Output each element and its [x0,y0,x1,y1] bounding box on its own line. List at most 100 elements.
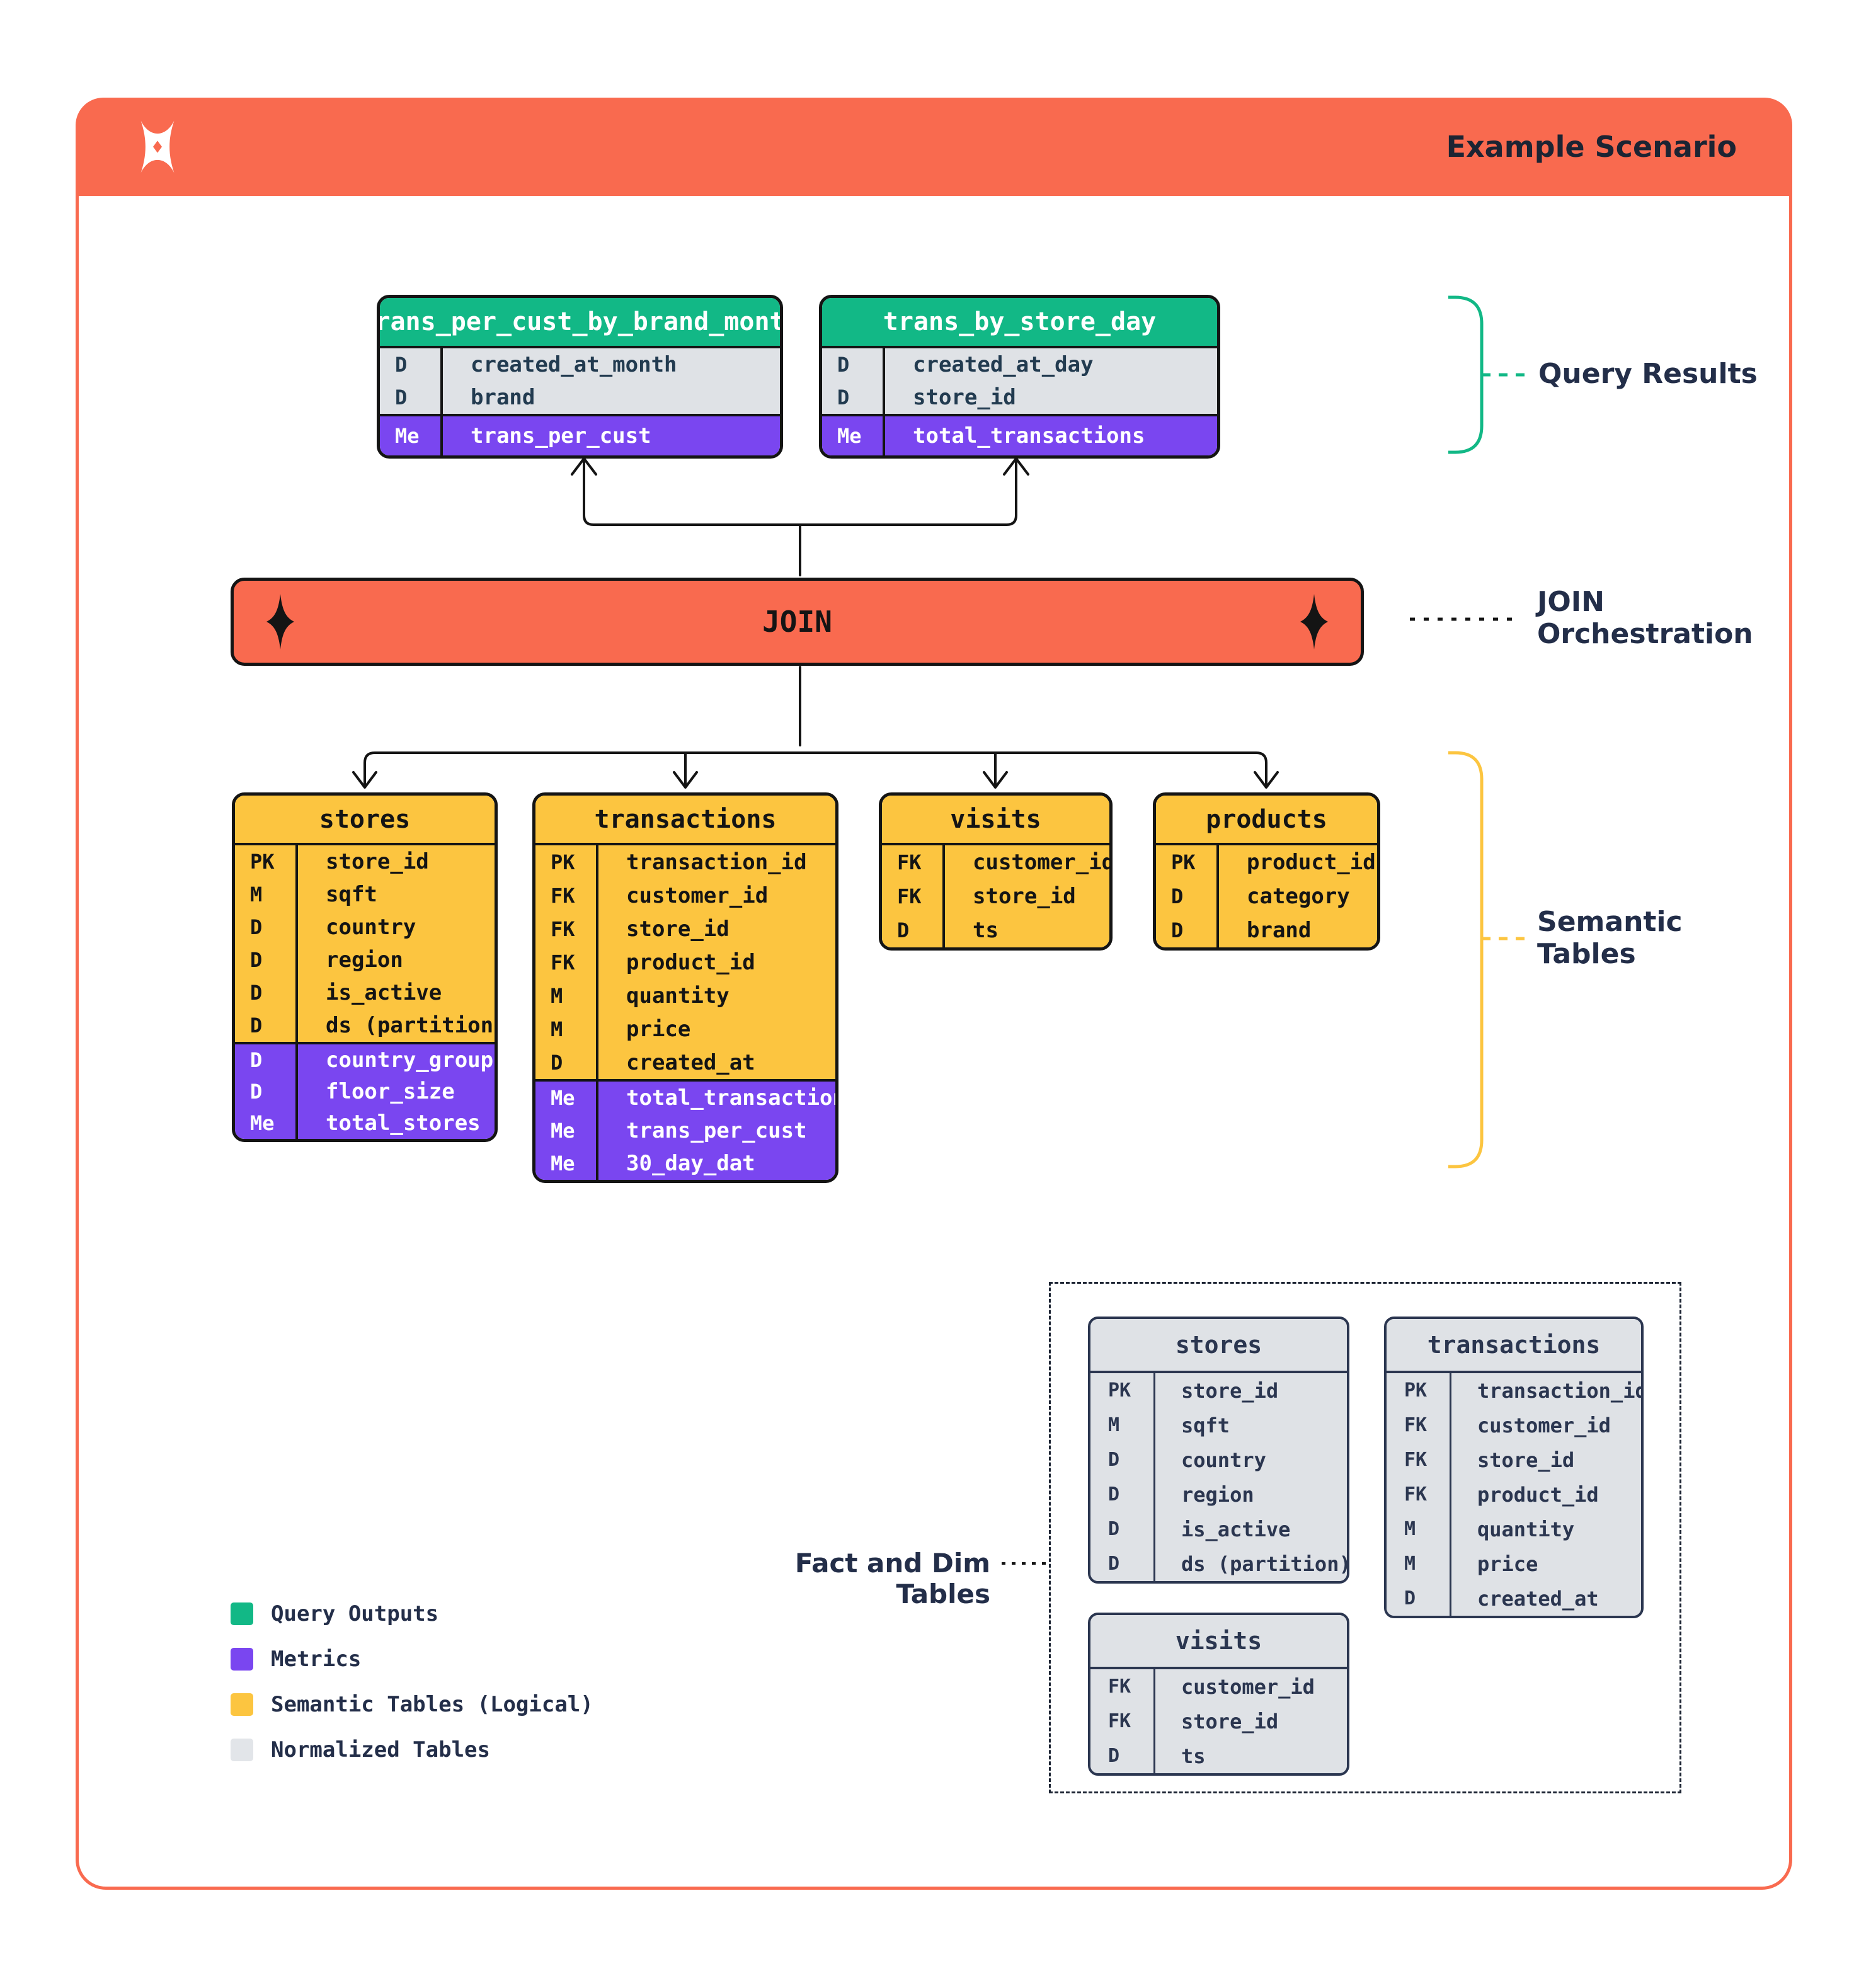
legend-item-metrics: Metrics [231,1647,361,1672]
query-result-table-trans-per-cust-by-brand-month: trans_per_cust_by_brand_month D created_… [377,295,783,459]
row-key: D [1108,1553,1120,1575]
row-key: D [837,386,850,409]
table-row: Me 30_day_dat [535,1147,835,1180]
row-name: total_transactions [913,423,1145,448]
row-key: FK [551,950,575,974]
row-key: PK [551,850,575,874]
row-name: product_id [1247,850,1376,875]
row-key: M [1404,1518,1416,1540]
row-name: ds (partition) [1181,1551,1349,1576]
query-result-table-trans-by-store-day: trans_by_store_day D created_at_day D st… [819,295,1220,459]
row-key: FK [897,884,922,908]
row-name: total_stores [326,1111,481,1136]
row-key: M [1404,1553,1416,1575]
row-key: D [395,386,408,409]
row-key: PK [1404,1380,1428,1402]
row-name: price [1477,1551,1538,1576]
table-row: D store_id [822,381,1217,414]
row-key: M [1108,1414,1120,1436]
row-name: price [626,1016,691,1042]
legend-item-normalized-tables: Normalized Tables [231,1737,490,1762]
row-name: product_id [1477,1482,1599,1507]
row-key: D [1171,918,1184,942]
row-key: FK [897,850,922,874]
table-row: Me total_transactions [822,416,1217,455]
table-row: FK store_id [882,879,1109,913]
row-name: created_at [1477,1586,1599,1611]
row-name: customer_id [1181,1674,1315,1699]
row-key: PK [1108,1380,1131,1402]
join-orchestration-label-line2: Orchestration [1537,618,1753,651]
row-name: ts [973,918,998,943]
legend-swatch-metrics [231,1648,253,1671]
metric-section: Me trans_per_cust [380,414,780,455]
row-name: transaction_id [1477,1378,1644,1403]
row-name: country_group [326,1048,494,1073]
join-orchestration-label-line1: JOIN [1537,586,1605,618]
semantic-tables-label-line1: Semantic [1537,906,1683,938]
table-row: FK customer_id [535,879,835,912]
row-name: customer_id [1477,1413,1611,1437]
metric-section: Me total_transactions [822,414,1217,455]
row-name: sqft [326,882,377,907]
table-title: trans_by_store_day [822,298,1217,346]
row-name: customer_id [973,850,1113,875]
row-key: D [250,1048,263,1072]
row-name: store_id [1477,1448,1575,1472]
row-name: quantity [626,983,730,1008]
dimension-section: D created_at_day D store_id [822,346,1217,414]
fact-dim-label: Fact and Dim Tables [794,1548,990,1609]
row-name: region [1181,1482,1254,1507]
row-name: category [1247,884,1350,909]
row-name: country [1181,1448,1266,1472]
row-name: is_active [1181,1517,1291,1541]
row-name: quantity [1477,1517,1575,1541]
row-key: Me [551,1119,575,1143]
row-name: store_id [326,849,429,874]
row-name: 30_day_dat [626,1151,755,1176]
row-name: sqft [1181,1413,1230,1437]
legend-label: Query Outputs [271,1601,439,1626]
row-name: ds (partition) [326,1013,498,1038]
row-key: D [1108,1483,1120,1505]
row-key: FK [1404,1414,1428,1436]
row-key: FK [551,883,575,908]
row-key: Me [395,424,420,448]
row-name: store_id [973,884,1076,909]
query-results-label: Query Results [1538,358,1758,390]
legend-label: Normalized Tables [271,1737,490,1762]
row-name: customer_id [626,883,769,908]
row-name: floor_size [326,1079,455,1104]
row-name: created_at_day [913,352,1094,377]
row-key: Me [551,1151,575,1175]
table-title: visits [1090,1615,1347,1667]
row-key: D [250,1080,263,1104]
row-key: D [1108,1518,1120,1540]
table-row: D created_at_day [822,348,1217,381]
